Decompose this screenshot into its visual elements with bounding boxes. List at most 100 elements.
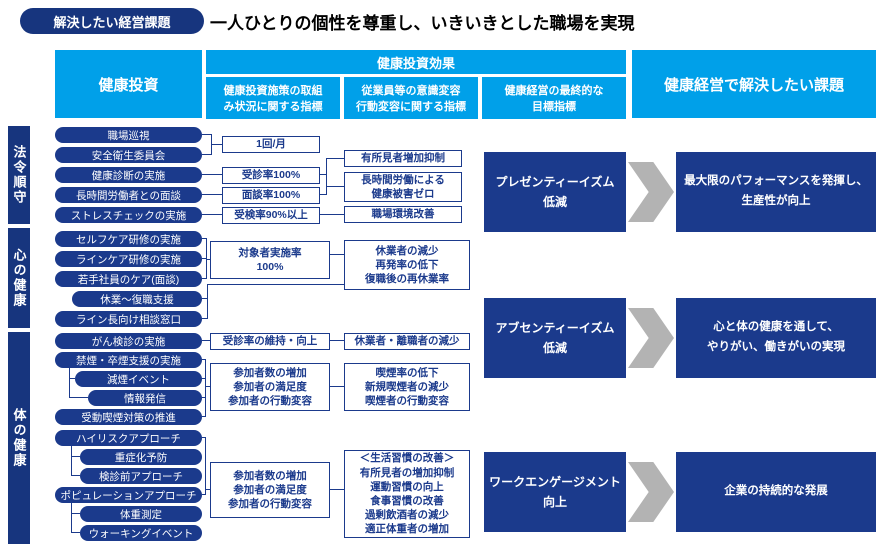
connector-line xyxy=(330,340,344,341)
right-arrow-icon xyxy=(628,162,674,222)
activity-metric-box: 参加者数の増加 参加者の満足度 参加者の行動変容 xyxy=(210,363,330,411)
page-title: 一人ひとりの個性を尊重し、いきいきとした職場を実現 xyxy=(210,13,635,33)
connector-line xyxy=(320,194,327,195)
investment-pill: 安全衛生委員会 xyxy=(55,147,202,163)
category-legal-compliance: 法令順守 xyxy=(8,126,30,224)
target-metric-box: ワークエンゲージメント 向上 xyxy=(484,452,626,532)
investment-pill: 禁煙・卒煙支援の実施 xyxy=(55,352,202,368)
right-arrow-icon xyxy=(628,308,674,368)
connector-line xyxy=(205,359,206,417)
outcome-box: 最大限のパフォーマンスを発揮し、 生産性が向上 xyxy=(676,152,876,232)
header-investment: 健康投資 xyxy=(55,50,202,118)
connector-line xyxy=(202,194,222,195)
connector-line xyxy=(71,503,72,533)
connector-line xyxy=(205,489,210,490)
connector-line xyxy=(202,134,212,135)
connector-line xyxy=(71,475,80,476)
connector-line xyxy=(211,144,222,145)
connector-line xyxy=(320,174,327,175)
connector-line xyxy=(69,397,88,398)
activity-metric-box: 受検率90%以上 xyxy=(222,207,320,224)
investment-pill: 職場巡視 xyxy=(55,127,202,143)
category-mental-health: 心の健康 xyxy=(8,228,30,328)
connector-line xyxy=(206,238,207,279)
connector-line xyxy=(207,284,208,319)
activity-metric-box: 参加者数の増加 参加者の満足度 参加者の行動変容 xyxy=(210,462,330,518)
connector-line xyxy=(202,378,206,379)
connector-line xyxy=(330,489,344,490)
connector-line xyxy=(202,238,207,239)
connector-line xyxy=(71,532,80,533)
connector-line xyxy=(202,340,210,341)
connector-line xyxy=(326,158,344,159)
right-arrow-icon xyxy=(628,462,674,522)
connector-line xyxy=(202,174,222,175)
investment-pill: ストレスチェックの実施 xyxy=(55,207,202,223)
header-metric-activity: 健康投資施策の取組 み状況に関する指標 xyxy=(206,77,340,119)
behavior-metric-box: 長時間労働による 健康被害ゼロ xyxy=(344,172,462,202)
connector-line xyxy=(205,437,206,495)
investment-pill: 重症化予防 xyxy=(80,449,202,465)
connector-line xyxy=(202,437,206,438)
connector-line xyxy=(202,298,208,299)
behavior-metric-box: 休業者・離職者の減少 xyxy=(344,333,470,350)
header-metric-target: 健康経営の最終的な 目標指標 xyxy=(482,77,626,119)
investment-pill: 体重測定 xyxy=(80,506,202,522)
connector-line xyxy=(330,386,344,387)
target-metric-box: プレゼンティーイズム 低減 xyxy=(484,152,626,232)
header-effect: 健康投資効果 xyxy=(206,50,626,74)
category-physical-health: 体の健康 xyxy=(8,332,30,544)
investment-pill: ライン長向け相談窓口 xyxy=(55,311,202,327)
activity-metric-box: 対象者実施率 100% xyxy=(210,241,330,279)
management-issue-badge: 解決したい経営課題 xyxy=(20,8,204,34)
behavior-metric-box: ＜生活習慣の改善＞ 有所見者の増加抑制 運動習慣の向上 食事習慣の改善 過剰飲酒… xyxy=(344,450,470,538)
activity-metric-box: 受診率の維持・向上 xyxy=(210,333,330,350)
connector-line xyxy=(202,397,206,398)
activity-metric-box: 受診率100% xyxy=(222,167,320,184)
target-metric-box: アブセンティーイズム 低減 xyxy=(484,298,626,378)
investment-pill: ラインケア研修の実施 xyxy=(55,251,202,267)
header-metric-behavior: 従業員等の意識変容 行動変容に関する指標 xyxy=(344,77,478,119)
connector-line xyxy=(69,378,75,379)
connector-line xyxy=(206,259,210,260)
investment-pill: がん検診の実施 xyxy=(55,333,202,349)
investment-pill: 検診前アプローチ xyxy=(80,468,202,484)
investment-pill: ポピュレーションアプローチ xyxy=(55,487,202,503)
connector-line xyxy=(202,214,222,215)
investment-pill: 情報発信 xyxy=(88,390,202,406)
connector-line xyxy=(320,214,344,215)
investment-pill: 健康診断の実施 xyxy=(55,167,202,183)
connector-line xyxy=(202,494,206,495)
outcome-box: 心と体の健康を通して、 やりがい、働きがいの実現 xyxy=(676,298,876,378)
investment-pill: 若手社員のケア(面談) xyxy=(55,271,202,287)
connector-line xyxy=(69,368,70,398)
investment-pill: 受動喫煙対策の推進 xyxy=(55,409,202,425)
connector-line xyxy=(202,416,206,417)
connector-line xyxy=(71,446,72,476)
behavior-metric-box: 休業者の減少 再発率の低下 復職後の再休業率 xyxy=(344,240,470,290)
investment-pill: 休業～復職支援 xyxy=(72,291,202,307)
connector-line xyxy=(71,456,80,457)
connector-line xyxy=(71,513,80,514)
connector-line xyxy=(202,318,208,319)
connector-line xyxy=(326,186,344,187)
connector-line xyxy=(330,254,344,255)
investment-pill: 長時間労働者との面談 xyxy=(55,187,202,203)
activity-metric-box: 面談率100% xyxy=(222,187,320,204)
connector-line xyxy=(202,359,206,360)
connector-line xyxy=(202,154,212,155)
connector-line xyxy=(205,386,210,387)
investment-pill: セルフケア研修の実施 xyxy=(55,231,202,247)
behavior-metric-box: 職場環境改善 xyxy=(344,206,462,223)
connector-line xyxy=(202,258,207,259)
connector-line xyxy=(326,158,327,195)
investment-pill: 減煙イベント xyxy=(75,371,202,387)
outcome-box: 企業の持続的な発展 xyxy=(676,452,876,532)
investment-pill: ハイリスクアプローチ xyxy=(55,430,202,446)
behavior-metric-box: 有所見者増加抑制 xyxy=(344,150,462,167)
header-issues: 健康経営で解決したい課題 xyxy=(632,50,876,118)
connector-line xyxy=(202,278,207,279)
activity-metric-box: 1回/月 xyxy=(222,136,320,153)
connector-line xyxy=(207,284,344,285)
